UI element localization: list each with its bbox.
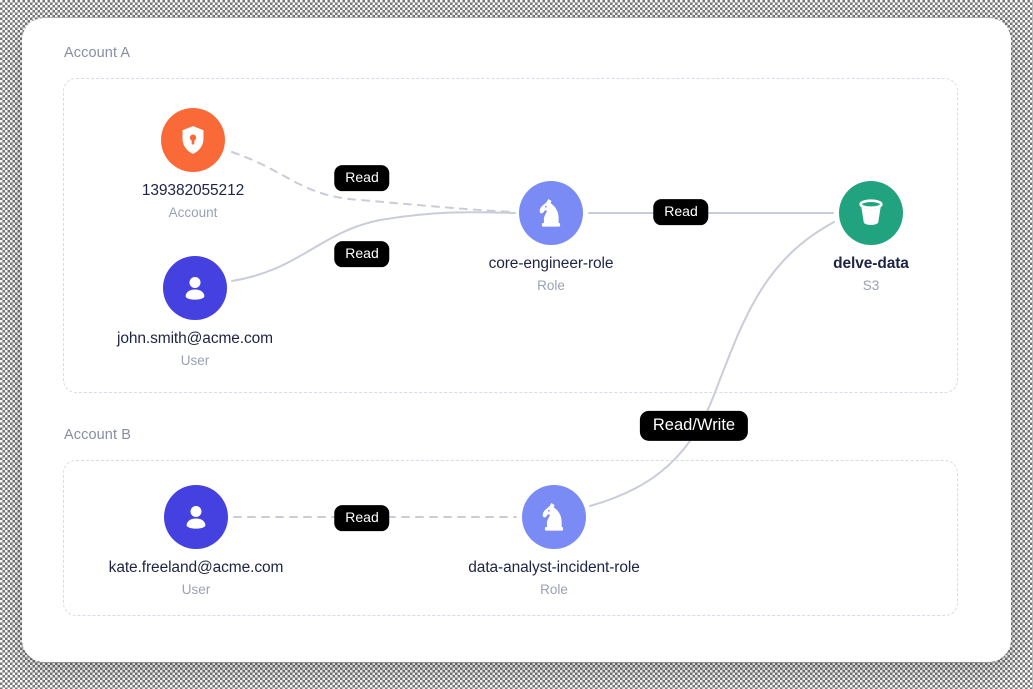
node-type: User [180, 353, 210, 368]
user-icon-glyph [186, 505, 206, 529]
group-box-account-a [63, 78, 958, 393]
node-type: User [181, 582, 211, 597]
node-label: 139382055212 [141, 182, 245, 199]
node-label: data-analyst-incident-role [468, 559, 640, 576]
group-label-account-a: Account A [64, 45, 131, 61]
node-type: Role [537, 278, 565, 293]
group-label-account-b: Account B [64, 427, 131, 443]
user-icon[interactable] [164, 485, 228, 549]
node-label: kate.freeland@acme.com [108, 559, 284, 576]
chess-knight-icon[interactable] [519, 181, 583, 245]
badge-kate-read[interactable]: Read [334, 505, 390, 531]
shield-lock-icon-glyph [182, 126, 204, 154]
chess-knight-icon-glyph [539, 198, 561, 227]
badge-john-read[interactable]: Read [334, 241, 390, 267]
badge-account-read[interactable]: Read [334, 165, 390, 191]
bucket-icon-glyph [859, 199, 883, 225]
user-icon[interactable] [163, 256, 227, 320]
chess-knight-icon[interactable] [522, 485, 586, 549]
node-type: S3 [862, 278, 880, 293]
badge-core-role-s3-read[interactable]: Read [653, 199, 709, 225]
chess-knight-icon-glyph [542, 502, 564, 531]
bucket-icon[interactable] [839, 181, 903, 245]
node-label: core-engineer-role [488, 255, 614, 272]
node-type: Role [540, 582, 568, 597]
group-box-account-b [63, 460, 958, 616]
user-icon-glyph [185, 276, 205, 300]
shield-lock-icon[interactable] [161, 108, 225, 172]
node-label: delve-data [833, 255, 909, 272]
node-label: john.smith@acme.com [117, 330, 273, 347]
node-type: Account [168, 205, 218, 220]
badge-analyst-readwrite[interactable]: Read/Write [639, 410, 749, 442]
